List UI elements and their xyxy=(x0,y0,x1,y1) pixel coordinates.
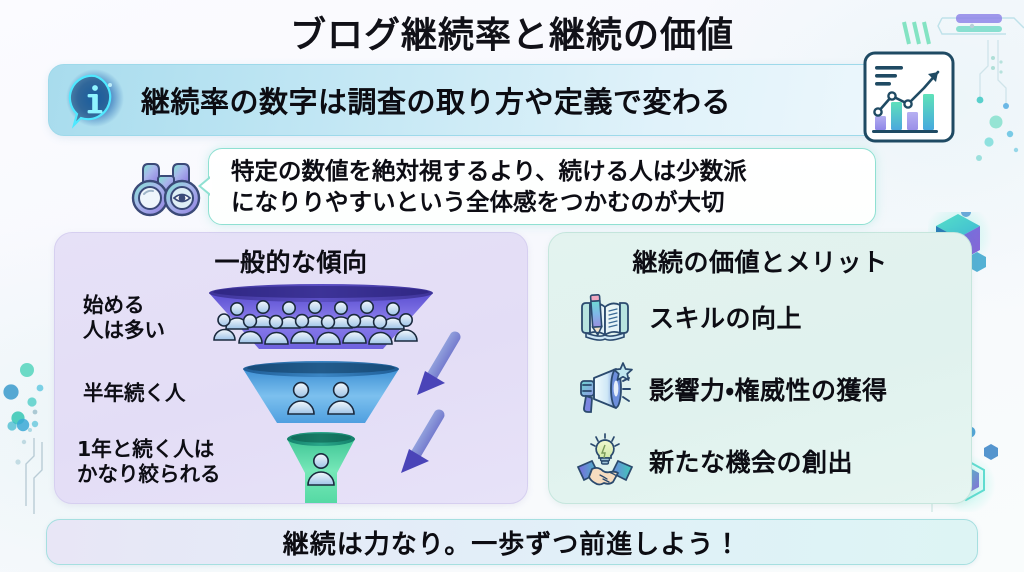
left-panel-title: 一般的な傾向 xyxy=(214,248,368,277)
funnel-arrow-1 xyxy=(417,331,461,395)
funnel-label-starters-line2: 人は多い xyxy=(83,318,165,342)
panel-value-benefits: 継続の価値とメリット xyxy=(548,232,972,504)
funnel-label-six-months-line1: 半年続く人 xyxy=(83,381,186,405)
info-icon-wrapper xyxy=(49,64,141,136)
footer-banner: 継続は力なり。一歩ずつ前進しよう！ xyxy=(46,519,978,565)
binoculars-icon-wrapper xyxy=(124,150,208,224)
subtitle-line-2: になりりやすいという全体感をつかむのが大切 xyxy=(231,187,725,216)
benefit-item-influence: 影響力・権威性の獲得 xyxy=(549,353,973,425)
funnel-label-six-months: 半年続く人 xyxy=(83,381,186,406)
funnel-graphic xyxy=(209,284,461,503)
subtitle-line-1: 特定の数値を絶対視するより、続ける人は少数派 xyxy=(231,157,747,185)
benefit-item-opportunity: 新たな機会の創出 xyxy=(549,425,973,497)
funnel-label-one-year-line1: 1年と続く人は xyxy=(77,437,215,461)
handshake-lightbulb-icon xyxy=(576,433,634,486)
benefit-label-influence: 影響力・権威性の獲得 xyxy=(649,376,888,405)
subtitle-bubble: 特定の数値を絶対視するより、続ける人は少数派 になりりやすいという全体感をつかむ… xyxy=(198,148,876,226)
funnel-label-starters: 始める 人は多い xyxy=(83,293,165,343)
funnel-label-starters-line1: 始める xyxy=(83,293,145,317)
info-speech-bubble-icon xyxy=(66,69,124,129)
pencil-book-icon-wrapper xyxy=(571,286,639,348)
funnel-diagram: 始める 人は多い 半年続く人 1年と続く人は かなり絞られる xyxy=(55,277,529,505)
footer-text: 継続は力なり。一歩ずつ前進しよう！ xyxy=(282,529,742,560)
funnel-label-one-year-line2: かなり絞られる xyxy=(77,462,221,486)
pencil-book-icon xyxy=(581,294,629,341)
benefit-item-skill: スキルの向上 xyxy=(549,281,973,353)
page-title: ブログ継続率と継続の価値 xyxy=(289,15,734,56)
right-panel-title: 継続の価値とメリット xyxy=(632,248,888,277)
megaphone-star-icon-wrapper xyxy=(571,358,639,420)
info-banner: 継続率の数字は調査の取り方や定義で変わる xyxy=(48,64,900,136)
funnel-arrow-2 xyxy=(401,409,445,473)
funnel-label-one-year: 1年と続く人は かなり絞られる xyxy=(77,437,221,487)
handshake-lightbulb-icon-wrapper xyxy=(571,430,639,492)
info-banner-text: 継続率の数字は調査の取り方や定義で変わる xyxy=(141,85,732,119)
binoculars-icon xyxy=(131,162,201,216)
benefit-label-skill: スキルの向上 xyxy=(649,304,803,333)
benefit-label-opportunity: 新たな機会の創出 xyxy=(649,448,854,477)
megaphone-star-icon xyxy=(580,362,633,413)
panel-general-trend: 一般的な傾向 始める 人は多い 半年続く人 1年と続く人は かなり絞られる xyxy=(54,232,528,504)
benefit-list: スキルの向上 xyxy=(549,281,973,505)
bar-chart-trend-icon xyxy=(863,51,955,143)
subtitle-row: 特定の数値を絶対視するより、続ける人は少数派 になりりやすいという全体感をつかむ… xyxy=(124,148,876,226)
